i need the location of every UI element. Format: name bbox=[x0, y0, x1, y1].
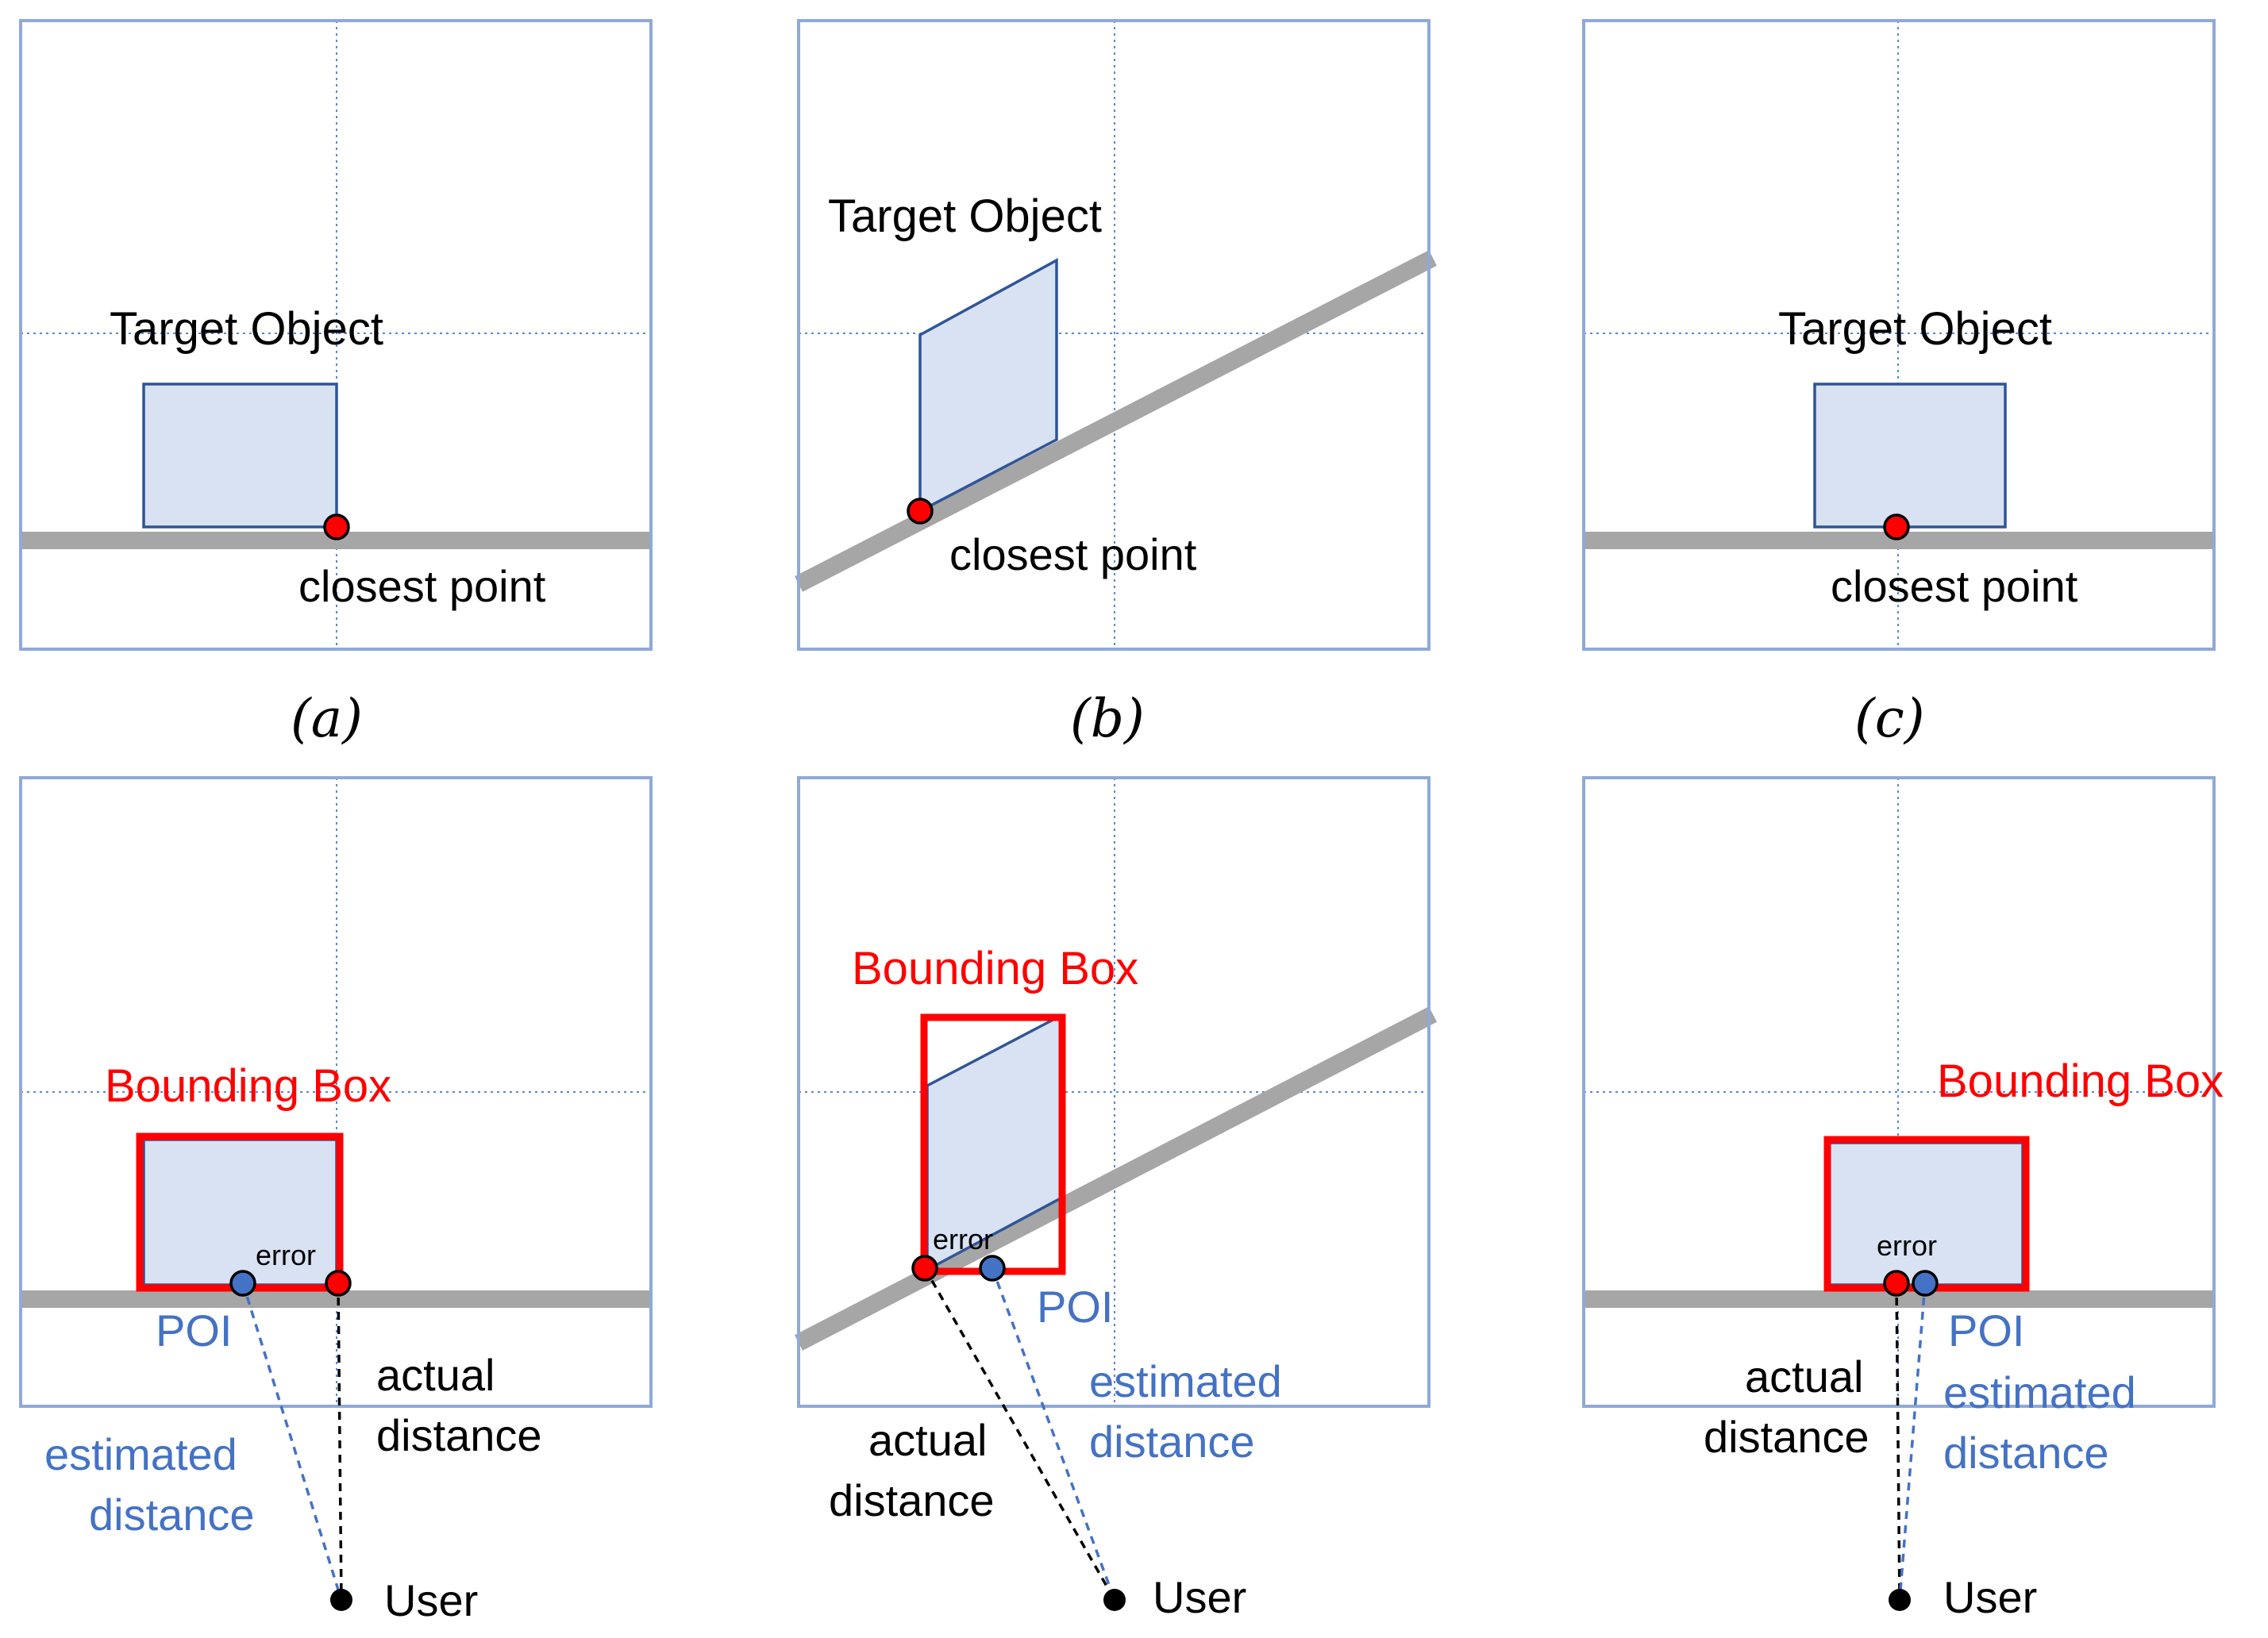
estimated-distance-line bbox=[1898, 1282, 1927, 1601]
actual-distance-line1: actual bbox=[1745, 1352, 1863, 1402]
poi-marker bbox=[1912, 1270, 1939, 1297]
closest-point-marker bbox=[323, 513, 350, 540]
bounding-box-label: Bounding Box bbox=[105, 1060, 391, 1112]
target-object bbox=[1813, 383, 2007, 529]
estimated-distance-label: estimated distance bbox=[44, 1429, 255, 1540]
actual-distance-line2: distance bbox=[829, 1475, 995, 1525]
panel-b-bottom: Bounding Box error POI estimated distanc… bbox=[794, 776, 1438, 1622]
actual-distance-line bbox=[923, 1267, 1116, 1601]
poi-marker bbox=[979, 1255, 1006, 1282]
estimated-distance-line2: distance bbox=[1089, 1417, 1255, 1467]
estimated-distance-line2: distance bbox=[89, 1490, 255, 1540]
target-object bbox=[918, 258, 1058, 513]
user-marker bbox=[1103, 1589, 1126, 1611]
target-object-label: Target Object bbox=[828, 190, 1102, 242]
target-object bbox=[1826, 1141, 2024, 1286]
target-object bbox=[142, 383, 338, 529]
estimated-distance-line1: estimated bbox=[1943, 1367, 2136, 1417]
estimated-distance-label: estimated distance bbox=[1089, 1356, 1294, 1467]
actual-distance-line2: distance bbox=[1704, 1412, 1869, 1462]
ground-line bbox=[794, 250, 1438, 592]
panel-c-top: Target Object closest point bbox=[1582, 19, 2216, 651]
actual-distance-line2: distance bbox=[376, 1410, 542, 1460]
actual-distance-line bbox=[337, 1282, 343, 1601]
user-label: User bbox=[384, 1575, 478, 1625]
estimated-distance-line1: estimated bbox=[1089, 1356, 1282, 1406]
estimated-distance-line bbox=[241, 1282, 343, 1601]
panel-b-top: Target Object closest point bbox=[794, 19, 1438, 651]
error-label: error bbox=[1877, 1229, 1937, 1262]
closest-point-marker bbox=[1883, 1270, 1910, 1297]
closest-point-marker bbox=[1883, 513, 1910, 540]
poi-label: POI bbox=[156, 1305, 232, 1355]
actual-distance-line1: actual bbox=[868, 1415, 987, 1465]
panel-frame bbox=[797, 776, 1430, 1408]
ground-line bbox=[794, 1006, 1438, 1351]
error-label: error bbox=[933, 1223, 993, 1255]
actual-distance-label: actual distance bbox=[1704, 1352, 1876, 1462]
user-marker bbox=[1889, 1589, 1911, 1611]
estimated-distance-line bbox=[991, 1267, 1116, 1601]
estimated-distance-line2: distance bbox=[1943, 1428, 2109, 1478]
closest-point-label: closest point bbox=[949, 529, 1197, 579]
panel-a-top: Target Object closest point bbox=[19, 19, 653, 651]
caption-c: (c) bbox=[1854, 688, 1924, 749]
closest-point-marker bbox=[911, 1255, 938, 1282]
user-label: User bbox=[1153, 1572, 1246, 1622]
panel-a-bottom: Bounding Box error POI actual distance e… bbox=[19, 776, 653, 1625]
panel-frame bbox=[19, 776, 653, 1408]
poi-label: POI bbox=[1948, 1305, 2024, 1355]
error-label: error bbox=[256, 1239, 316, 1271]
panel-frame bbox=[797, 19, 1430, 651]
actual-distance-label: actual distance bbox=[376, 1350, 542, 1460]
closest-point-label: closest point bbox=[1831, 561, 2078, 611]
panel-c-bottom: Bounding Box error POI estimated distanc… bbox=[1582, 776, 2224, 1622]
bounding-box-label: Bounding Box bbox=[852, 943, 1138, 994]
target-object-label: Target Object bbox=[110, 303, 383, 355]
closest-point-label: closest point bbox=[298, 561, 546, 611]
estimated-distance-line1: estimated bbox=[44, 1429, 237, 1479]
closest-point-marker bbox=[907, 498, 934, 525]
caption-a: (a) bbox=[291, 688, 363, 749]
estimated-distance-label: estimated distance bbox=[1943, 1367, 2148, 1478]
user-marker bbox=[330, 1589, 352, 1611]
closest-point-marker bbox=[325, 1270, 352, 1297]
actual-distance-line bbox=[1895, 1282, 1901, 1601]
poi-marker bbox=[229, 1270, 256, 1297]
poi-label: POI bbox=[1037, 1282, 1113, 1332]
panel-frame bbox=[19, 19, 653, 651]
bounding-box-label: Bounding Box bbox=[1937, 1055, 2224, 1107]
panel-frame bbox=[1582, 776, 2216, 1408]
actual-distance-label: actual distance bbox=[829, 1415, 999, 1525]
target-object-label: Target Object bbox=[1778, 303, 2052, 355]
panel-frame bbox=[1582, 19, 2216, 651]
caption-b: (b) bbox=[1070, 688, 1145, 749]
user-label: User bbox=[1943, 1572, 2037, 1622]
target-object bbox=[142, 1138, 338, 1286]
actual-distance-line1: actual bbox=[376, 1350, 495, 1400]
